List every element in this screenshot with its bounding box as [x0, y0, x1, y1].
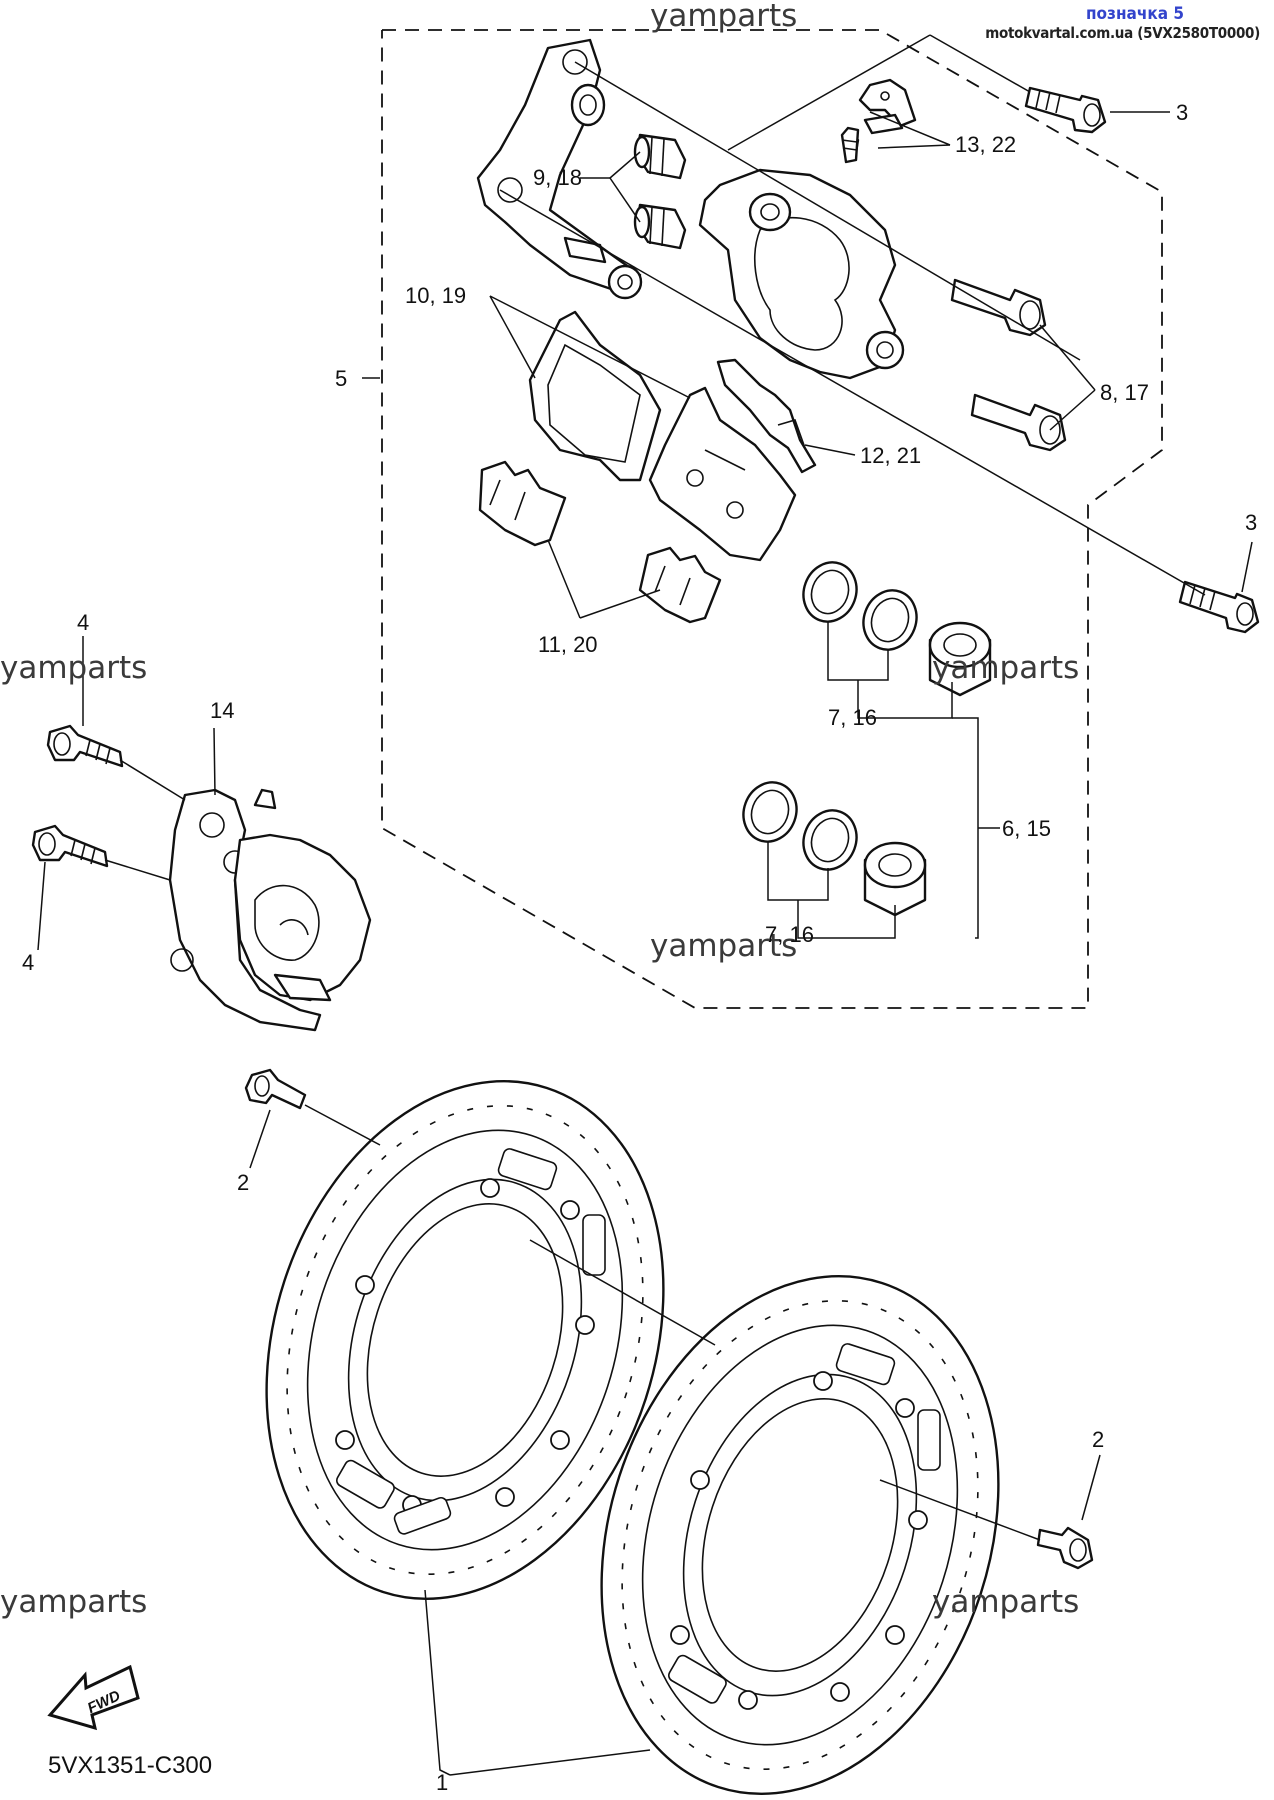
header-title: позначка 5 [1085, 4, 1184, 24]
disc-bolt-upper-2 [244, 1068, 307, 1110]
fwd-arrow-icon: FWD [47, 1664, 140, 1731]
callout-7-16-upper: 7, 16 [828, 705, 877, 730]
callout-3-lower: 3 [1245, 510, 1257, 535]
callout-4-lower: 4 [22, 950, 34, 975]
brake-disc-front [600, 1275, 1000, 1795]
assembly-boundary [381, 29, 1163, 1009]
bolt-upper-3 [1024, 86, 1107, 134]
disc-bolt-lower-2 [1036, 1526, 1094, 1570]
watermark: yamparts [932, 1584, 1079, 1620]
piston-seals-upper [802, 561, 918, 651]
pad-spring [716, 358, 817, 474]
callout-12-21: 12, 21 [860, 443, 921, 468]
callout-11-20: 11, 20 [538, 632, 598, 657]
callout-2-upper: 2 [237, 1170, 249, 1195]
bleed-screw [840, 78, 917, 164]
callout-14: 14 [210, 698, 234, 723]
pad-shim-right [638, 546, 722, 624]
piston-lower [863, 841, 927, 917]
callout-8-17: 8, 17 [1100, 380, 1149, 405]
watermark: yamparts [650, 928, 797, 964]
piston-upper [928, 621, 992, 697]
brake-disc-rear [265, 1080, 665, 1600]
caliper-assembly-14 [168, 788, 372, 1032]
pin-boot-upper [633, 133, 687, 180]
caliper-bracket [476, 38, 643, 300]
callout-10-19: 10, 19 [405, 283, 466, 308]
caliper-body [698, 136, 905, 380]
leader-lines [37, 34, 1253, 1776]
piston-seals-lower [742, 781, 858, 871]
callout-13-22: 13, 22 [955, 132, 1016, 157]
bolt-lower-4 [31, 824, 109, 868]
caliper-pin-upper [950, 278, 1047, 337]
callout-4-upper: 4 [77, 610, 89, 635]
callout-1: 1 [436, 1770, 448, 1795]
callout-9-18: 9, 18 [533, 165, 582, 190]
callout-2-lower: 2 [1092, 1427, 1104, 1452]
pin-boot-lower [633, 203, 687, 250]
callout-3-upper: 3 [1176, 100, 1188, 125]
watermark: yamparts [932, 650, 1079, 686]
callout-7-16-lower: 7, 16 [765, 922, 814, 947]
caliper-pin-lower [970, 393, 1067, 452]
callout-6-15: 6, 15 [1002, 816, 1051, 841]
brake-pad-inner [528, 310, 662, 482]
pad-shim-left [478, 460, 567, 547]
watermark: yamparts [0, 650, 147, 686]
header-subtitle: motokvartal.com.ua (5VX2580T0000) [985, 24, 1260, 42]
watermark: yamparts [0, 1584, 147, 1620]
watermark: yamparts [650, 0, 797, 34]
callout-5: 5 [335, 366, 347, 391]
diagram-code: 5VX1351-C300 [48, 1752, 212, 1779]
brake-pad-outer [648, 386, 797, 562]
bolt-upper-4 [46, 724, 124, 768]
bolt-lower-3 [1178, 580, 1260, 634]
